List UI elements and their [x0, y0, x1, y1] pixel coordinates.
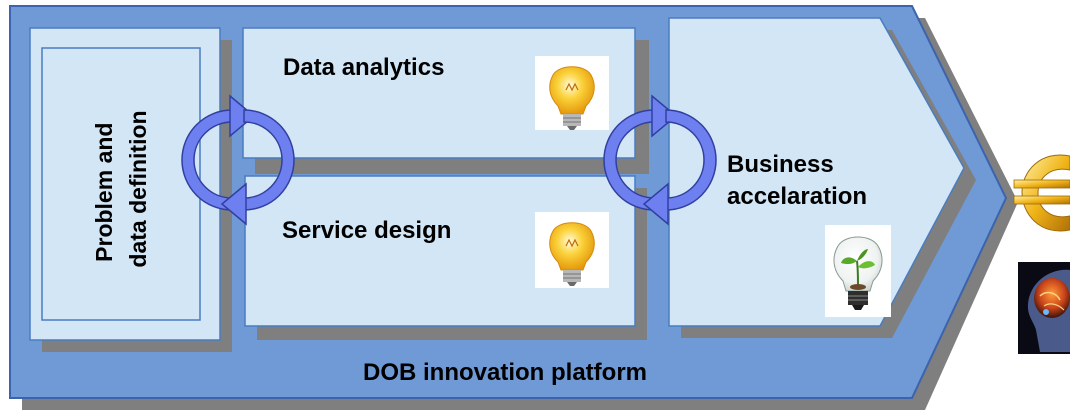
problem-definition-inner-box	[41, 47, 201, 321]
business-acceleration-line-2: accelaration	[727, 183, 867, 210]
business-acceleration-line-1: Business	[727, 151, 834, 178]
platform-label: DOB innovation platform	[363, 359, 647, 386]
data-analytics-block: Data analytics	[242, 27, 649, 174]
problem-definition-line-2: data definition	[125, 110, 151, 267]
business-acceleration-block: Business accelaration	[668, 17, 976, 338]
problem-definition-label: Problem and data definition	[91, 110, 151, 267]
service-design-label: Service design	[282, 217, 451, 244]
problem-definition-line-1: Problem and	[91, 123, 117, 262]
lightbulb-icon	[549, 66, 595, 130]
business-acceleration-label: Business accelaration	[727, 151, 867, 210]
brain-head-icon	[1018, 262, 1070, 354]
euro-icon	[1013, 154, 1070, 232]
service-design-block: Service design	[244, 175, 647, 340]
plant-lightbulb-icon	[833, 236, 883, 310]
lightbulb-icon	[549, 222, 595, 286]
data-analytics-label: Data analytics	[283, 54, 444, 81]
cycle-arrows-icon	[181, 94, 295, 226]
cycle-arrows-icon	[603, 94, 717, 226]
